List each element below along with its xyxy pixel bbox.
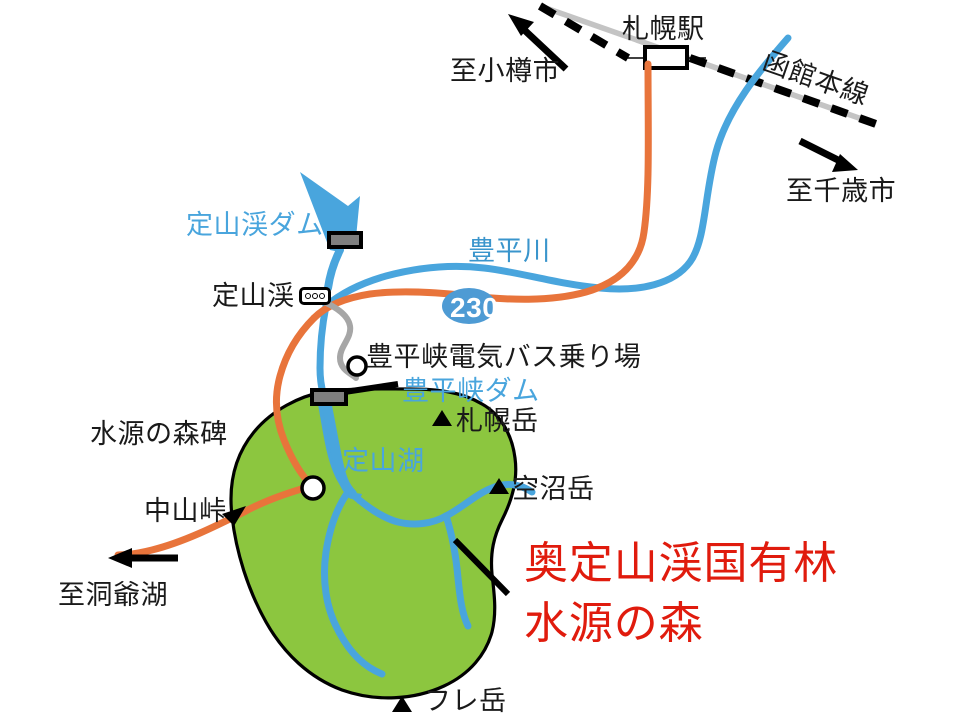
- route230-southwest: [114, 482, 316, 559]
- route230-north: [310, 60, 652, 322]
- forest-river-branch-west: [321, 488, 386, 678]
- toyohirakyo-bus-road: [317, 297, 359, 381]
- route-shield-230-label: 230: [450, 292, 499, 323]
- label-jozankei: 定山渓: [212, 281, 295, 311]
- rail-base-outline: [539, 3, 877, 127]
- toyohira-river-main: [322, 34, 792, 310]
- label-hure-dake: フレ岳: [424, 686, 507, 716]
- label-toyohirakyo-dam: 豊平峡ダム: [402, 376, 540, 406]
- mountain-triangle-icon-soranuma: [489, 478, 509, 494]
- arrow-northeast-icon: [222, 506, 246, 526]
- label-sapporo-dake: 札幌岳: [456, 406, 539, 436]
- label-sapporo-station: 札幌駅: [622, 14, 705, 44]
- label-toyohira-river: 豊平川: [468, 236, 551, 266]
- label-to-chitose: 至千歳市: [786, 176, 897, 206]
- leader-line-icon: [452, 537, 511, 597]
- mountain-triangle-icon-sapporo: [432, 410, 452, 426]
- route230-jozankei-descent: [273, 314, 318, 490]
- jozan-lake-shore: [320, 391, 357, 499]
- forest-river-branch-southeast: [442, 512, 472, 630]
- dam-bar-icon-jozankei: [327, 231, 363, 249]
- label-jozan-lake: 定山湖: [342, 446, 425, 476]
- onsen-three-dots-icon: [299, 287, 331, 305]
- label-to-otaru: 至小樽市: [450, 56, 561, 86]
- label-suigen-no-mori-hi: 水源の森碑: [90, 419, 228, 449]
- rail-base-line: [539, 3, 877, 127]
- label-to-toyako: 至洞爺湖: [58, 580, 169, 610]
- river-to-lake: [316, 302, 330, 400]
- bus-stop-circle-icon: [346, 355, 368, 377]
- rail-dash-line-east: [688, 54, 878, 128]
- label-toyohirakyo-bus-stop: 豊平峡電気バス乗り場: [366, 342, 642, 372]
- monument-circle-icon: [300, 475, 326, 501]
- mountain-triangle-icon-hure: [392, 696, 412, 712]
- forest-river-branch-east: [442, 481, 536, 520]
- arrow-northwest-icon: [508, 14, 569, 72]
- label-nakayama-pass: 中山峠: [144, 496, 227, 526]
- jozankei-dam-outflow: [324, 246, 344, 292]
- station-box-icon: [643, 45, 689, 70]
- route-shield-230: [442, 288, 496, 324]
- dam-bar-icon-toyohirakyo: [310, 388, 348, 406]
- arrow-southeast-icon: [798, 137, 858, 172]
- forest-river-branch-mid: [348, 490, 450, 528]
- arrow-west-icon: [108, 548, 178, 568]
- label-soranuma-dake: 空沼岳: [512, 474, 595, 504]
- forest-title-line1: 奥定山渓国有林: [524, 539, 839, 588]
- label-jozankei-dam: 定山渓ダム: [186, 210, 324, 240]
- forest-title-line2: 水源の森: [524, 599, 704, 648]
